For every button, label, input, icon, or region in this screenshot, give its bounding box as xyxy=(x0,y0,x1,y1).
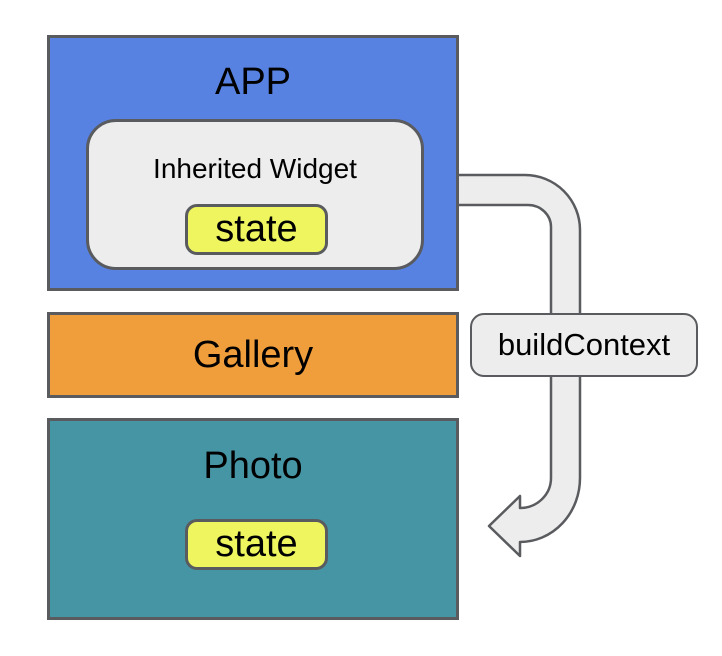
gallery-label: Gallery xyxy=(192,333,314,376)
photo-box: Photo state xyxy=(47,418,459,620)
inherited-widget-box: Inherited Widget state xyxy=(86,119,424,270)
photo-state-box: state xyxy=(185,519,328,570)
app-label: APP xyxy=(214,61,292,103)
gallery-box: Gallery xyxy=(47,312,459,398)
photo-state-label: state xyxy=(215,523,298,565)
build-context-label-text: buildContext xyxy=(497,327,671,362)
inherited-widget-label: Inherited Widget xyxy=(153,153,357,184)
app-box: APP Inherited Widget state xyxy=(47,35,459,291)
inherited-widget-state-box: state xyxy=(185,204,328,255)
photo-label: Photo xyxy=(203,445,303,487)
build-context-label: buildContext xyxy=(470,313,698,377)
inherited-widget-state-label: state xyxy=(215,208,298,250)
